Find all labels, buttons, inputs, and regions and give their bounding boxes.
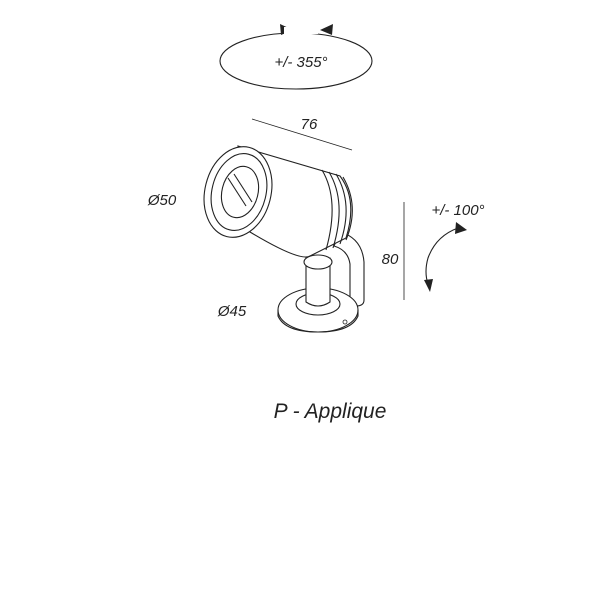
tilt-rotation-indicator: +/- 100°	[424, 202, 485, 292]
base-diameter-label: Ø45	[217, 303, 247, 320]
rear-band-1	[321, 169, 333, 251]
pan-arrow-right-icon	[320, 24, 333, 35]
stem-collar	[303, 254, 333, 270]
lens-glare-2	[233, 173, 253, 203]
pan-gap	[284, 27, 318, 34]
rear-band-3	[335, 173, 347, 245]
rear-band-2	[328, 171, 340, 249]
rear-band-4	[342, 176, 353, 241]
stem	[305, 257, 331, 307]
tilt-rotation-label: +/- 100°	[431, 202, 484, 219]
bracket-arm	[333, 231, 365, 307]
tilt-arc	[425, 227, 459, 285]
front-face-rim	[210, 153, 268, 231]
spotlight-drawing	[203, 145, 365, 333]
front-lens	[220, 165, 260, 219]
length-dimension-line	[251, 118, 353, 151]
height-dimension: 80	[382, 202, 405, 300]
height-label: 80	[382, 251, 399, 268]
head-diameter-label: Ø50	[147, 192, 177, 209]
tilt-arrow-top-icon	[455, 222, 467, 234]
base-screw-icon	[342, 319, 348, 325]
lens-glare-1	[227, 177, 247, 207]
base-disc-side	[277, 310, 359, 333]
front-face-outer	[203, 146, 273, 238]
pan-rotation-label: +/- 355°	[274, 54, 327, 71]
length-label: 76	[301, 116, 318, 133]
tilt-arrow-bottom-icon	[424, 279, 433, 292]
pan-rotation-indicator: +/- 355°	[219, 24, 373, 90]
length-dimension: 76	[251, 116, 353, 151]
diagram-caption: P - Applique	[274, 400, 387, 423]
